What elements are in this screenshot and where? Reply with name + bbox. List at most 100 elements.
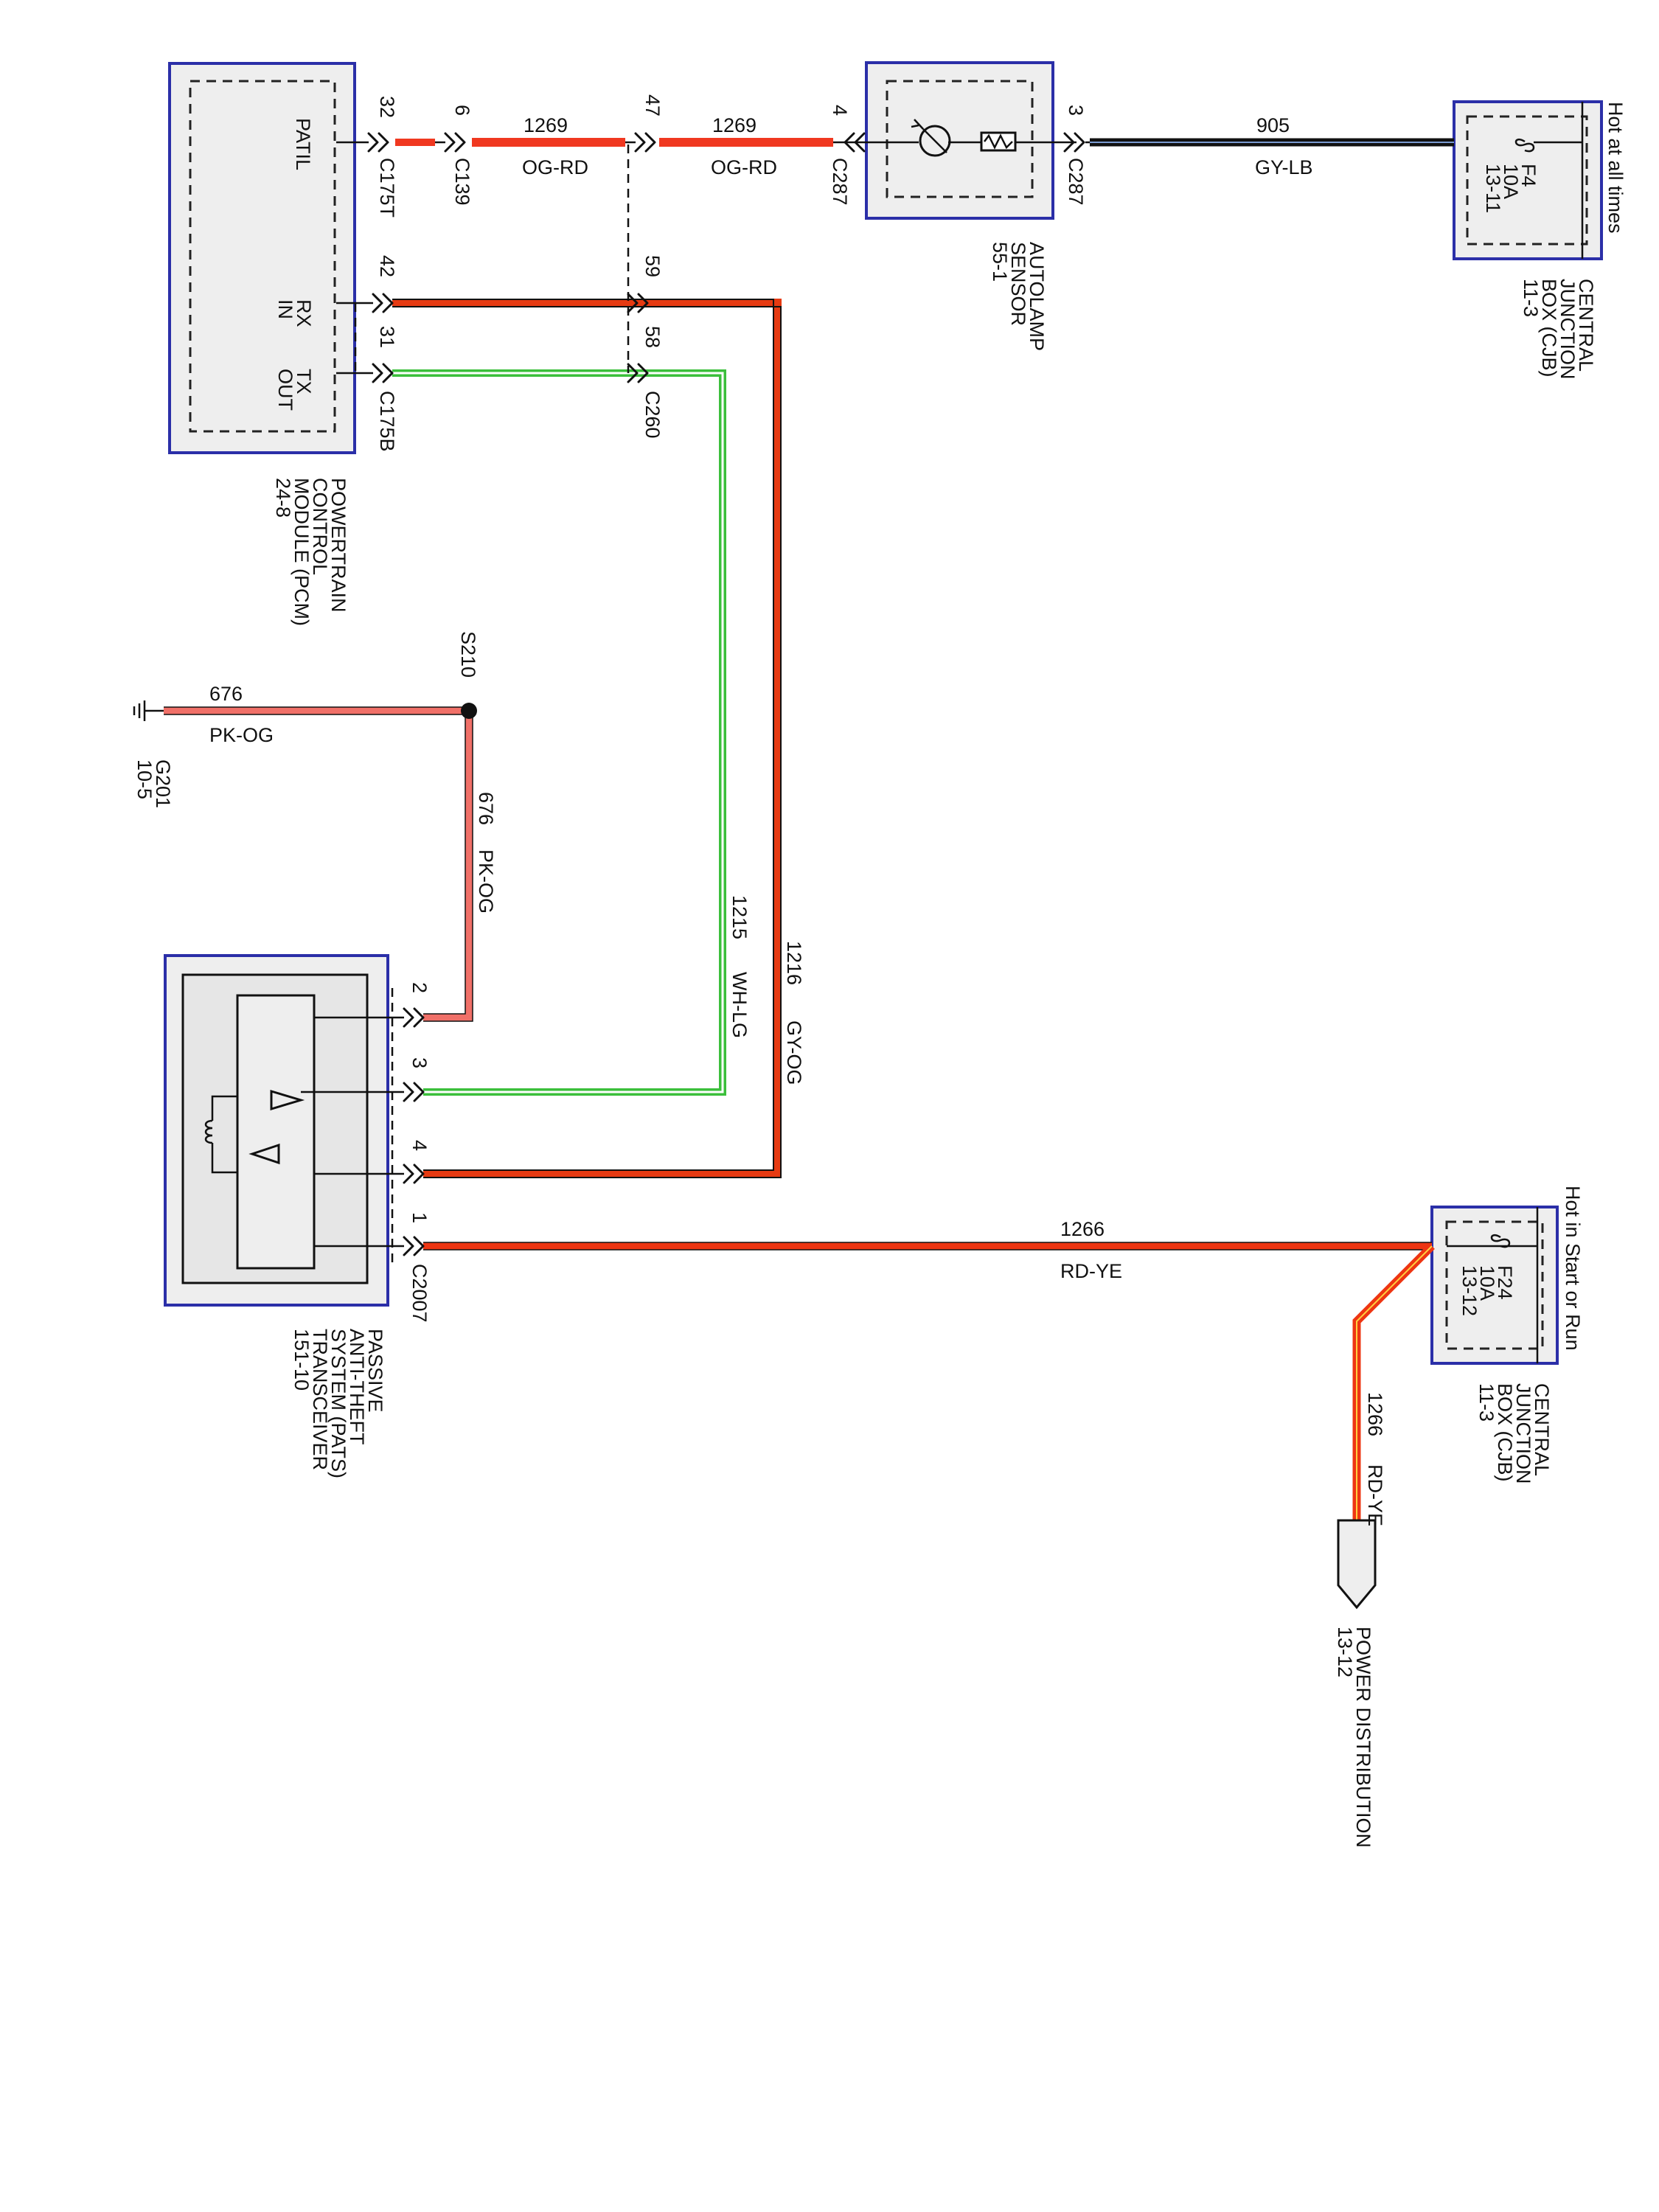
resistor-icon <box>980 131 1017 152</box>
connector-c175t: C175T <box>376 158 398 218</box>
wire-1215-wh-lg <box>392 369 726 1096</box>
svg-text:POWER DISTRIBUTION: POWER DISTRIBUTION <box>1352 1627 1374 1848</box>
cjb-bottom-hot-label: Hot in Start or Run <box>1562 1186 1584 1351</box>
svg-text:11-3: 11-3 <box>1520 279 1542 317</box>
wire-1215-color: WH-LG <box>728 972 751 1038</box>
pcm-pin-patil-label: PATIL <box>292 118 314 170</box>
wire-676-v-color: PK-OG <box>475 849 497 914</box>
pin-32: 32 <box>376 96 398 118</box>
photo-transistor-icon <box>911 119 951 157</box>
wire-1266-h-color: RD-YE <box>1060 1260 1122 1282</box>
cjb-bottom-fuse-rating: 10A <box>1476 1265 1498 1301</box>
cjb-top-module: F4 10A 13-11 <box>1453 100 1603 260</box>
wire-1269-b-color: OG-RD <box>711 156 777 178</box>
wire-1266-v-color: RD-YE <box>1364 1464 1386 1526</box>
pcm-module: PATIL RX IN TX OUT <box>168 62 356 454</box>
svg-text:PASSIVE: PASSIVE <box>364 1329 386 1413</box>
pin-4-c287: 4 <box>829 105 851 116</box>
pcm-pin-out-label: OUT <box>274 369 296 411</box>
svg-text:ANTI-THEFT: ANTI-THEFT <box>346 1329 368 1444</box>
svg-text:BOX (CJB): BOX (CJB) <box>1538 279 1560 378</box>
wire-1215-circuit: 1215 <box>728 895 751 939</box>
pin-6: 6 <box>451 105 473 116</box>
wire-1216-color: GY-OG <box>783 1020 805 1085</box>
wire-676-v-circuit: 676 <box>475 792 497 825</box>
cjb-top-name-label: CENTRAL JUNCTION BOX (CJB) 11-3 <box>1520 279 1597 380</box>
svg-text:BOX (CJB): BOX (CJB) <box>1494 1383 1516 1482</box>
power-distribution-connector-icon <box>1337 1519 1377 1610</box>
svg-text:MODULE (PCM): MODULE (PCM) <box>291 478 313 626</box>
svg-text:CENTRAL: CENTRAL <box>1575 279 1597 372</box>
cjb-top-fuse-rating: 10A <box>1500 164 1522 199</box>
wire-1266-v-circuit: 1266 <box>1364 1392 1386 1436</box>
wire-1269-a-color: OG-RD <box>522 156 588 178</box>
pcm-pin-in-label: IN <box>274 299 296 319</box>
ground-icon <box>133 700 164 721</box>
wire-1269-a-circuit: 1269 <box>524 114 568 136</box>
pin-3-c287: 3 <box>1065 105 1087 116</box>
svg-text:13-12: 13-12 <box>1334 1627 1356 1677</box>
cjb-bottom-fuse-ref: 13-12 <box>1458 1265 1481 1316</box>
cjb-top-hot-label: Hot at all times <box>1604 102 1627 234</box>
connector-c175b: C175B <box>376 391 398 452</box>
pin-42: 42 <box>376 255 398 277</box>
pats-name-label: PASSIVE ANTI-THEFT SYSTEM (PATS) TRANSCE… <box>291 1329 386 1478</box>
pin-arrows <box>367 132 1085 1256</box>
splice-s210-label: S210 <box>457 631 479 678</box>
svg-text:10-5: 10-5 <box>133 759 156 799</box>
svg-text:11-3: 11-3 <box>1475 1383 1498 1422</box>
wire-1266-h-circuit: 1266 <box>1060 1218 1105 1240</box>
connector-c139: C139 <box>451 158 473 206</box>
wire-1269-b-circuit: 1269 <box>712 114 757 136</box>
wire-676-h-circuit: 676 <box>209 683 243 705</box>
antenna-coil-icon <box>204 1095 237 1174</box>
svg-text:CONTROL: CONTROL <box>309 478 331 575</box>
power-distribution-label: POWER DISTRIBUTION 13-12 <box>1334 1627 1374 1848</box>
fuse-icon <box>1514 139 1535 153</box>
wire-676-pk-og <box>164 706 473 1022</box>
ground-g201-label: G201 10-5 <box>133 759 174 808</box>
cjb-top-fuse-ref: 13-11 <box>1482 164 1504 213</box>
pats-transceiver-module <box>164 954 394 1307</box>
svg-text:POWERTRAIN: POWERTRAIN <box>327 478 349 613</box>
pin-3: 3 <box>408 1057 431 1068</box>
svg-text:151-10: 151-10 <box>291 1329 313 1391</box>
svg-text:JUNCTION: JUNCTION <box>1557 279 1579 380</box>
pin-47: 47 <box>641 94 664 116</box>
cjb-bottom-name-label: CENTRAL JUNCTION BOX (CJB) 11-3 <box>1475 1383 1553 1484</box>
svg-text:SYSTEM (PATS): SYSTEM (PATS) <box>327 1329 349 1478</box>
cjb-top-fuse-id: F4 <box>1517 164 1540 187</box>
amplifier-triangle-icon <box>248 1089 305 1165</box>
svg-text:55-1: 55-1 <box>989 242 1011 282</box>
splice-s210-dot <box>461 703 477 719</box>
connector-c287-a: C287 <box>829 158 851 206</box>
pin-1: 1 <box>408 1212 431 1223</box>
svg-text:24-8: 24-8 <box>272 478 294 518</box>
connector-c287-b: C287 <box>1065 158 1087 206</box>
cjb-bottom-fuse-id: F24 <box>1494 1265 1516 1300</box>
svg-text:CENTRAL: CENTRAL <box>1531 1383 1553 1476</box>
pcm-pin-tx-label: TX <box>293 369 315 394</box>
svg-text:G201: G201 <box>152 759 174 808</box>
pin-58: 58 <box>641 326 664 348</box>
autolamp-name-label: AUTOLAMP SENSOR 55-1 <box>989 242 1048 351</box>
pin-59: 59 <box>641 255 664 277</box>
pin-31: 31 <box>376 326 398 348</box>
pcm-pin-rx-label: RX <box>293 299 315 327</box>
pcm-name-label: POWERTRAIN CONTROL MODULE (PCM) 24-8 <box>272 478 349 626</box>
wire-905-color: GY-LB <box>1255 156 1313 178</box>
connector-c260: C260 <box>641 391 664 439</box>
svg-text:JUNCTION: JUNCTION <box>1512 1383 1534 1484</box>
wire-905-circuit: 905 <box>1256 114 1290 136</box>
pin-2: 2 <box>408 982 431 993</box>
wire-1216-circuit: 1216 <box>783 941 805 985</box>
svg-text:TRANSCEIVER: TRANSCEIVER <box>309 1329 331 1470</box>
cjb-bottom-module: F24 10A 13-12 <box>1430 1206 1559 1365</box>
autolamp-sensor-module <box>865 61 1054 220</box>
svg-text:AUTOLAMP: AUTOLAMP <box>1026 242 1048 351</box>
pin-4: 4 <box>408 1140 431 1151</box>
svg-text:SENSOR: SENSOR <box>1007 242 1029 326</box>
wire-676-h-color: PK-OG <box>209 724 274 746</box>
connector-c2007: C2007 <box>408 1264 431 1323</box>
